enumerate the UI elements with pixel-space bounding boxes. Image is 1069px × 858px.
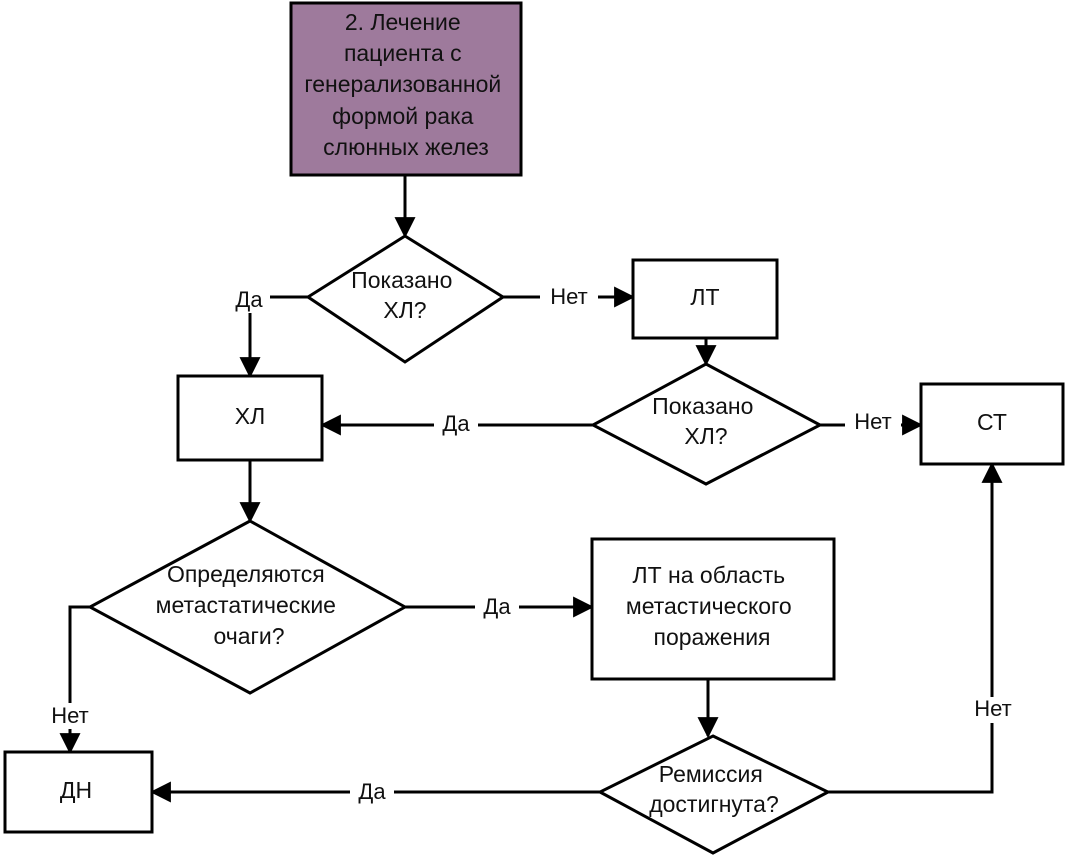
decision-metastases: [86, 519, 409, 695]
decision-remission-text: Ремиссия достигнута?: [649, 761, 779, 817]
label-d3-yes: Да: [483, 594, 511, 619]
start-box: [289, 1, 523, 177]
connectors: [59, 175, 1003, 803]
rt-box-text: ЛТ: [690, 284, 719, 310]
chemo-box-text: ХЛ: [235, 403, 265, 429]
label-d2-yes: Да: [442, 411, 470, 436]
st-box: [919, 382, 1065, 466]
decision-chemo-indicated-2-text: Показано ХЛ?: [652, 393, 760, 449]
label-d1-no: Нет: [550, 284, 587, 309]
label-d4-yes: Да: [358, 779, 386, 804]
label-d4-no: Нет: [974, 696, 1011, 721]
decision-chemo-indicated-2: [589, 362, 824, 486]
edge-decision4-no: [828, 461, 1003, 794]
st-box-text: СТ: [977, 409, 1007, 435]
dn-box-text: ДН: [60, 777, 92, 803]
nodes: 2. Лечение пациента с генерализованной ф…: [3, 1, 1065, 855]
chemo-box: [176, 374, 324, 462]
decision-chemo-indicated-1-text: Показано ХЛ?: [351, 267, 459, 323]
decision-remission: [596, 734, 832, 855]
decision-chemo-indicated-1: [305, 234, 506, 364]
rt-box: [631, 258, 779, 340]
edge-labels: Да Нет Да Нет Да Нет Да Нет: [42, 284, 1022, 806]
decision-metastases-text: Определяются метастатические очаги?: [156, 561, 343, 649]
label-d2-no: Нет: [854, 409, 891, 434]
rt-metastases-box-text: ЛТ на область метастического поражения: [626, 562, 798, 650]
edge-decision3-no: [59, 605, 90, 755]
dn-box: [3, 750, 154, 834]
start-box-text: 2. Лечение пациента с генерализованной ф…: [304, 9, 507, 160]
label-d3-no: Нет: [51, 703, 88, 728]
rt-metastases-box: [590, 537, 836, 681]
label-d1-yes: Да: [235, 287, 263, 312]
